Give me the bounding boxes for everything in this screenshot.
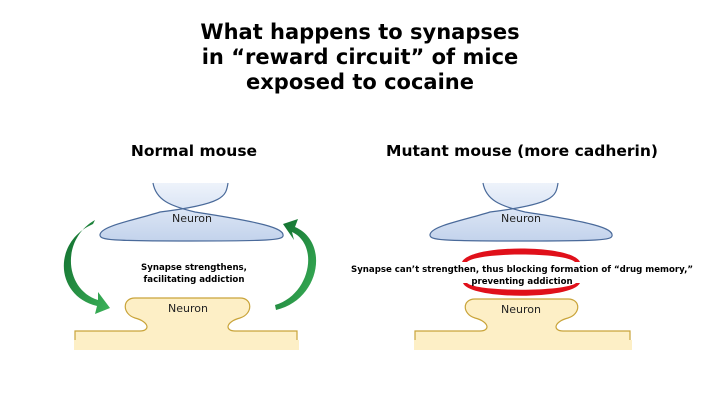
title-line-3: exposed to cocaine [246,70,474,94]
normal-caption-2: facilitating addiction [144,275,245,285]
mutant-caption-2: preventing addiction [471,277,572,287]
mutant-caption-1: Synapse can’t strengthen, thus blocking … [351,265,693,275]
top-neuron-normal [99,182,284,242]
green-arrow-up-icon [275,219,317,310]
red-block-arc-bottom [463,283,580,296]
panel-mutant: Mutant mouse (more cadherin) Neuron Syna… [351,142,693,350]
bottom-neuron-mutant [414,298,631,347]
title-line-2: in “reward circuit” of mice [202,45,519,69]
bottom-neuron-normal [74,297,298,347]
panel-normal: Normal mouse Neuron Neuron Synapse stren… [63,142,317,350]
bottom-neuron-base-mutant [414,340,632,350]
bottom-neuron-label-normal: Neuron [168,302,208,315]
title-line-1: What happens to synapses [200,20,519,44]
bottom-neuron-label-mutant: Neuron [501,303,541,316]
green-arrow-down-icon [63,220,110,314]
normal-caption-1: Synapse strengthens, [141,263,247,273]
bottom-neuron-base-normal [74,340,299,350]
red-block-arc-top [462,248,580,262]
normal-heading: Normal mouse [131,142,257,160]
mutant-heading: Mutant mouse (more cadherin) [386,142,658,160]
top-neuron-label-normal: Neuron [172,212,212,225]
top-neuron-label-mutant: Neuron [501,212,541,225]
top-neuron-mutant [429,182,613,242]
